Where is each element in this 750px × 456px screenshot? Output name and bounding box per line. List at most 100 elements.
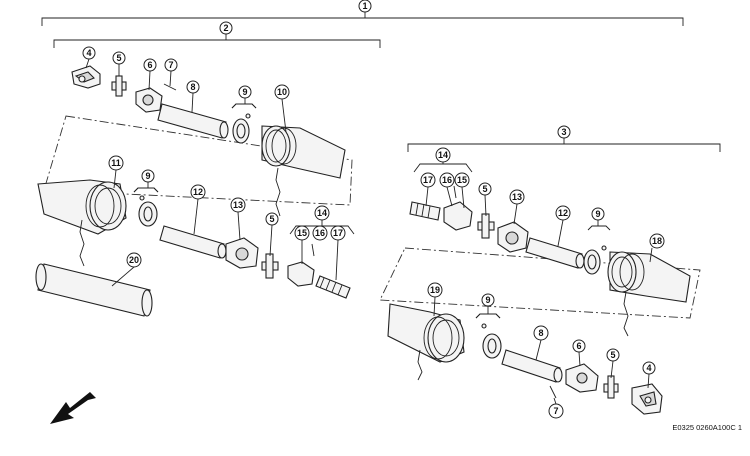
pin-part-16a — [311, 243, 315, 257]
svg-text:6: 6 — [147, 60, 152, 70]
tube-part-12b — [525, 237, 585, 269]
bracket-2 — [53, 34, 381, 48]
svg-text:14: 14 — [438, 150, 448, 160]
svg-text:12: 12 — [558, 208, 568, 218]
svg-text:20: 20 — [129, 255, 139, 265]
callout-13-left: 13 — [230, 197, 246, 213]
svg-text:17: 17 — [423, 175, 433, 185]
tube-part-12a — [159, 225, 227, 259]
svg-text:11: 11 — [111, 158, 121, 168]
svg-text:5: 5 — [116, 53, 121, 63]
splined-shaft-part-17a — [315, 275, 351, 299]
yoke-part-15b — [443, 201, 473, 231]
callout-4-upper: 4 — [82, 46, 96, 60]
bearing-ring-part-9b — [133, 187, 159, 227]
pin-part-7a — [163, 83, 177, 91]
leader-lines — [85, 58, 653, 405]
yoke-part-6a — [135, 87, 163, 113]
callout-5-left: 5 — [265, 212, 279, 226]
bracket-3 — [407, 138, 721, 152]
bearing-ring-part-9c — [583, 245, 607, 275]
svg-text:19: 19 — [430, 285, 440, 295]
callout-17-right: 17 — [420, 172, 436, 188]
yoke-part-13b — [497, 221, 529, 253]
callout-8-upper: 8 — [186, 80, 200, 94]
bracket-9d — [475, 313, 501, 319]
svg-text:9: 9 — [485, 295, 490, 305]
callout-9-upper: 9 — [238, 85, 252, 99]
bearing-ring-part-9d — [475, 313, 502, 359]
yoke-part-15a — [287, 261, 315, 287]
callout-9-lower-right: 9 — [481, 293, 495, 307]
bearing-ring-part-9a — [231, 103, 257, 144]
callout-18: 18 — [649, 233, 665, 249]
callout-1: 1 — [358, 0, 372, 13]
callout-8-lower-right: 8 — [533, 325, 549, 341]
arrow-down-left-icon — [50, 392, 96, 424]
svg-text:5: 5 — [269, 214, 274, 224]
callout-4-lower-right: 4 — [642, 361, 656, 375]
callout-14-left: 14 — [314, 205, 330, 221]
svg-text:8: 8 — [538, 328, 543, 338]
callout-16-left: 16 — [312, 225, 328, 241]
tube-part-8a — [157, 103, 229, 139]
svg-text:2: 2 — [223, 23, 228, 33]
bracket-14b — [413, 163, 473, 173]
svg-text:9: 9 — [145, 171, 150, 181]
svg-text:4: 4 — [86, 48, 91, 58]
svg-text:18: 18 — [652, 236, 662, 246]
cross-part-5d — [603, 375, 619, 399]
bracket-9c — [587, 225, 611, 231]
guard-cone-part-19 — [387, 303, 465, 381]
callout-13-right: 13 — [509, 189, 525, 205]
guard-cone-part-10 — [261, 125, 346, 217]
callout-12-right: 12 — [555, 205, 571, 221]
callout-6-upper: 6 — [143, 58, 157, 72]
svg-text:16: 16 — [315, 228, 325, 238]
bracket-1 — [41, 12, 684, 26]
callout-15-left: 15 — [294, 225, 310, 241]
callout-15-right: 15 — [454, 172, 470, 188]
svg-text:6: 6 — [576, 341, 581, 351]
frame-right-assembly — [379, 247, 701, 319]
callout-5-lower-right: 5 — [606, 348, 620, 362]
callout-17-left: 17 — [330, 225, 346, 241]
svg-text:5: 5 — [610, 350, 615, 360]
bracket-9b — [133, 187, 159, 193]
callout-14-right: 14 — [435, 147, 451, 163]
guard-cone-part-11 — [37, 179, 127, 267]
callout-10: 10 — [274, 84, 290, 100]
svg-text:16: 16 — [442, 175, 452, 185]
splined-shaft-part-17b — [409, 201, 441, 221]
svg-text:9: 9 — [242, 87, 247, 97]
yoke-part-4a — [71, 65, 101, 89]
svg-text:7: 7 — [553, 406, 558, 416]
yoke-part-13a — [225, 237, 259, 269]
callout-7-lower-right: 7 — [548, 403, 564, 419]
callout-9-right: 9 — [591, 207, 605, 221]
callout-12-left: 12 — [190, 184, 206, 200]
svg-text:10: 10 — [277, 87, 287, 97]
svg-text:9: 9 — [595, 209, 600, 219]
svg-text:4: 4 — [646, 363, 651, 373]
pin-part-7b — [549, 385, 557, 399]
figure-reference-code: E0325 0260A100C 1 — [672, 423, 742, 432]
cross-part-5c — [477, 213, 495, 239]
svg-text:14: 14 — [317, 208, 327, 218]
svg-text:13: 13 — [512, 192, 522, 202]
callout-9-left: 9 — [141, 169, 155, 183]
callout-7-upper: 7 — [164, 58, 178, 72]
svg-text:12: 12 — [193, 187, 203, 197]
yoke-part-4b — [631, 383, 663, 415]
callout-2: 2 — [219, 21, 233, 35]
yoke-part-6b — [565, 363, 599, 393]
callout-20: 20 — [126, 252, 142, 268]
guard-cone-part-18 — [607, 251, 691, 337]
svg-text:5: 5 — [482, 184, 487, 194]
callout-6-lower-right: 6 — [572, 339, 586, 353]
svg-text:3: 3 — [561, 127, 566, 137]
svg-text:7: 7 — [168, 60, 173, 70]
tube-part-20 — [35, 263, 153, 317]
